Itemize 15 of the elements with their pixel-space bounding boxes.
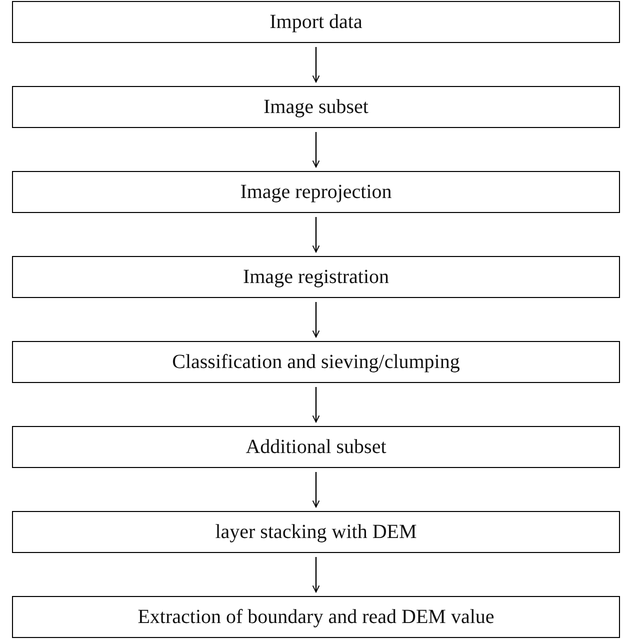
- process-box: layer stacking with DEM: [12, 511, 620, 553]
- process-box: Additional subset: [12, 426, 620, 468]
- process-box: Import data: [12, 1, 620, 43]
- process-box: Image registration: [12, 256, 620, 298]
- arrow: [312, 302, 320, 338]
- arrow: [312, 47, 320, 82]
- arrow: [312, 472, 320, 508]
- process-box: Image subset: [12, 86, 620, 128]
- arrow: [312, 217, 320, 252]
- process-box: Classification and sieving/clumping: [12, 341, 620, 383]
- arrow: [312, 132, 320, 168]
- process-box: Image reprojection: [12, 171, 620, 213]
- arrow: [312, 387, 320, 422]
- arrow: [312, 557, 320, 592]
- process-box: Extraction of boundary and read DEM value: [12, 596, 620, 638]
